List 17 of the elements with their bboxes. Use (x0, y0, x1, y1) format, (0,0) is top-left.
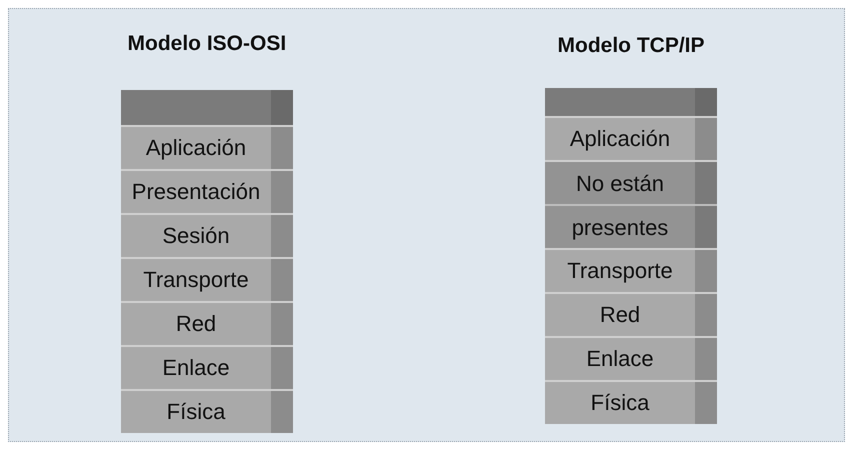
layer-box: Red (545, 292, 717, 336)
stack-title: Modelo TCP/IP (558, 34, 704, 58)
stack-top-cap (545, 88, 717, 116)
stack-top-cap (121, 90, 293, 125)
layer-box: Enlace (545, 336, 717, 380)
layer-box: Red (121, 301, 293, 345)
layer-box: Aplicación (121, 125, 293, 169)
layer-box: Transporte (545, 248, 717, 292)
stack-title: Modelo ISO-OSI (128, 32, 286, 56)
layer-box: No están presentes (545, 160, 717, 248)
layer-box: Transporte (121, 257, 293, 301)
layer-box: Presentación (121, 169, 293, 213)
layer-box: Aplicación (545, 116, 717, 160)
layer-box: Sesión (121, 213, 293, 257)
layer-box: Física (545, 380, 717, 424)
layer-box: Física (121, 389, 293, 433)
layer-box: Enlace (121, 345, 293, 389)
